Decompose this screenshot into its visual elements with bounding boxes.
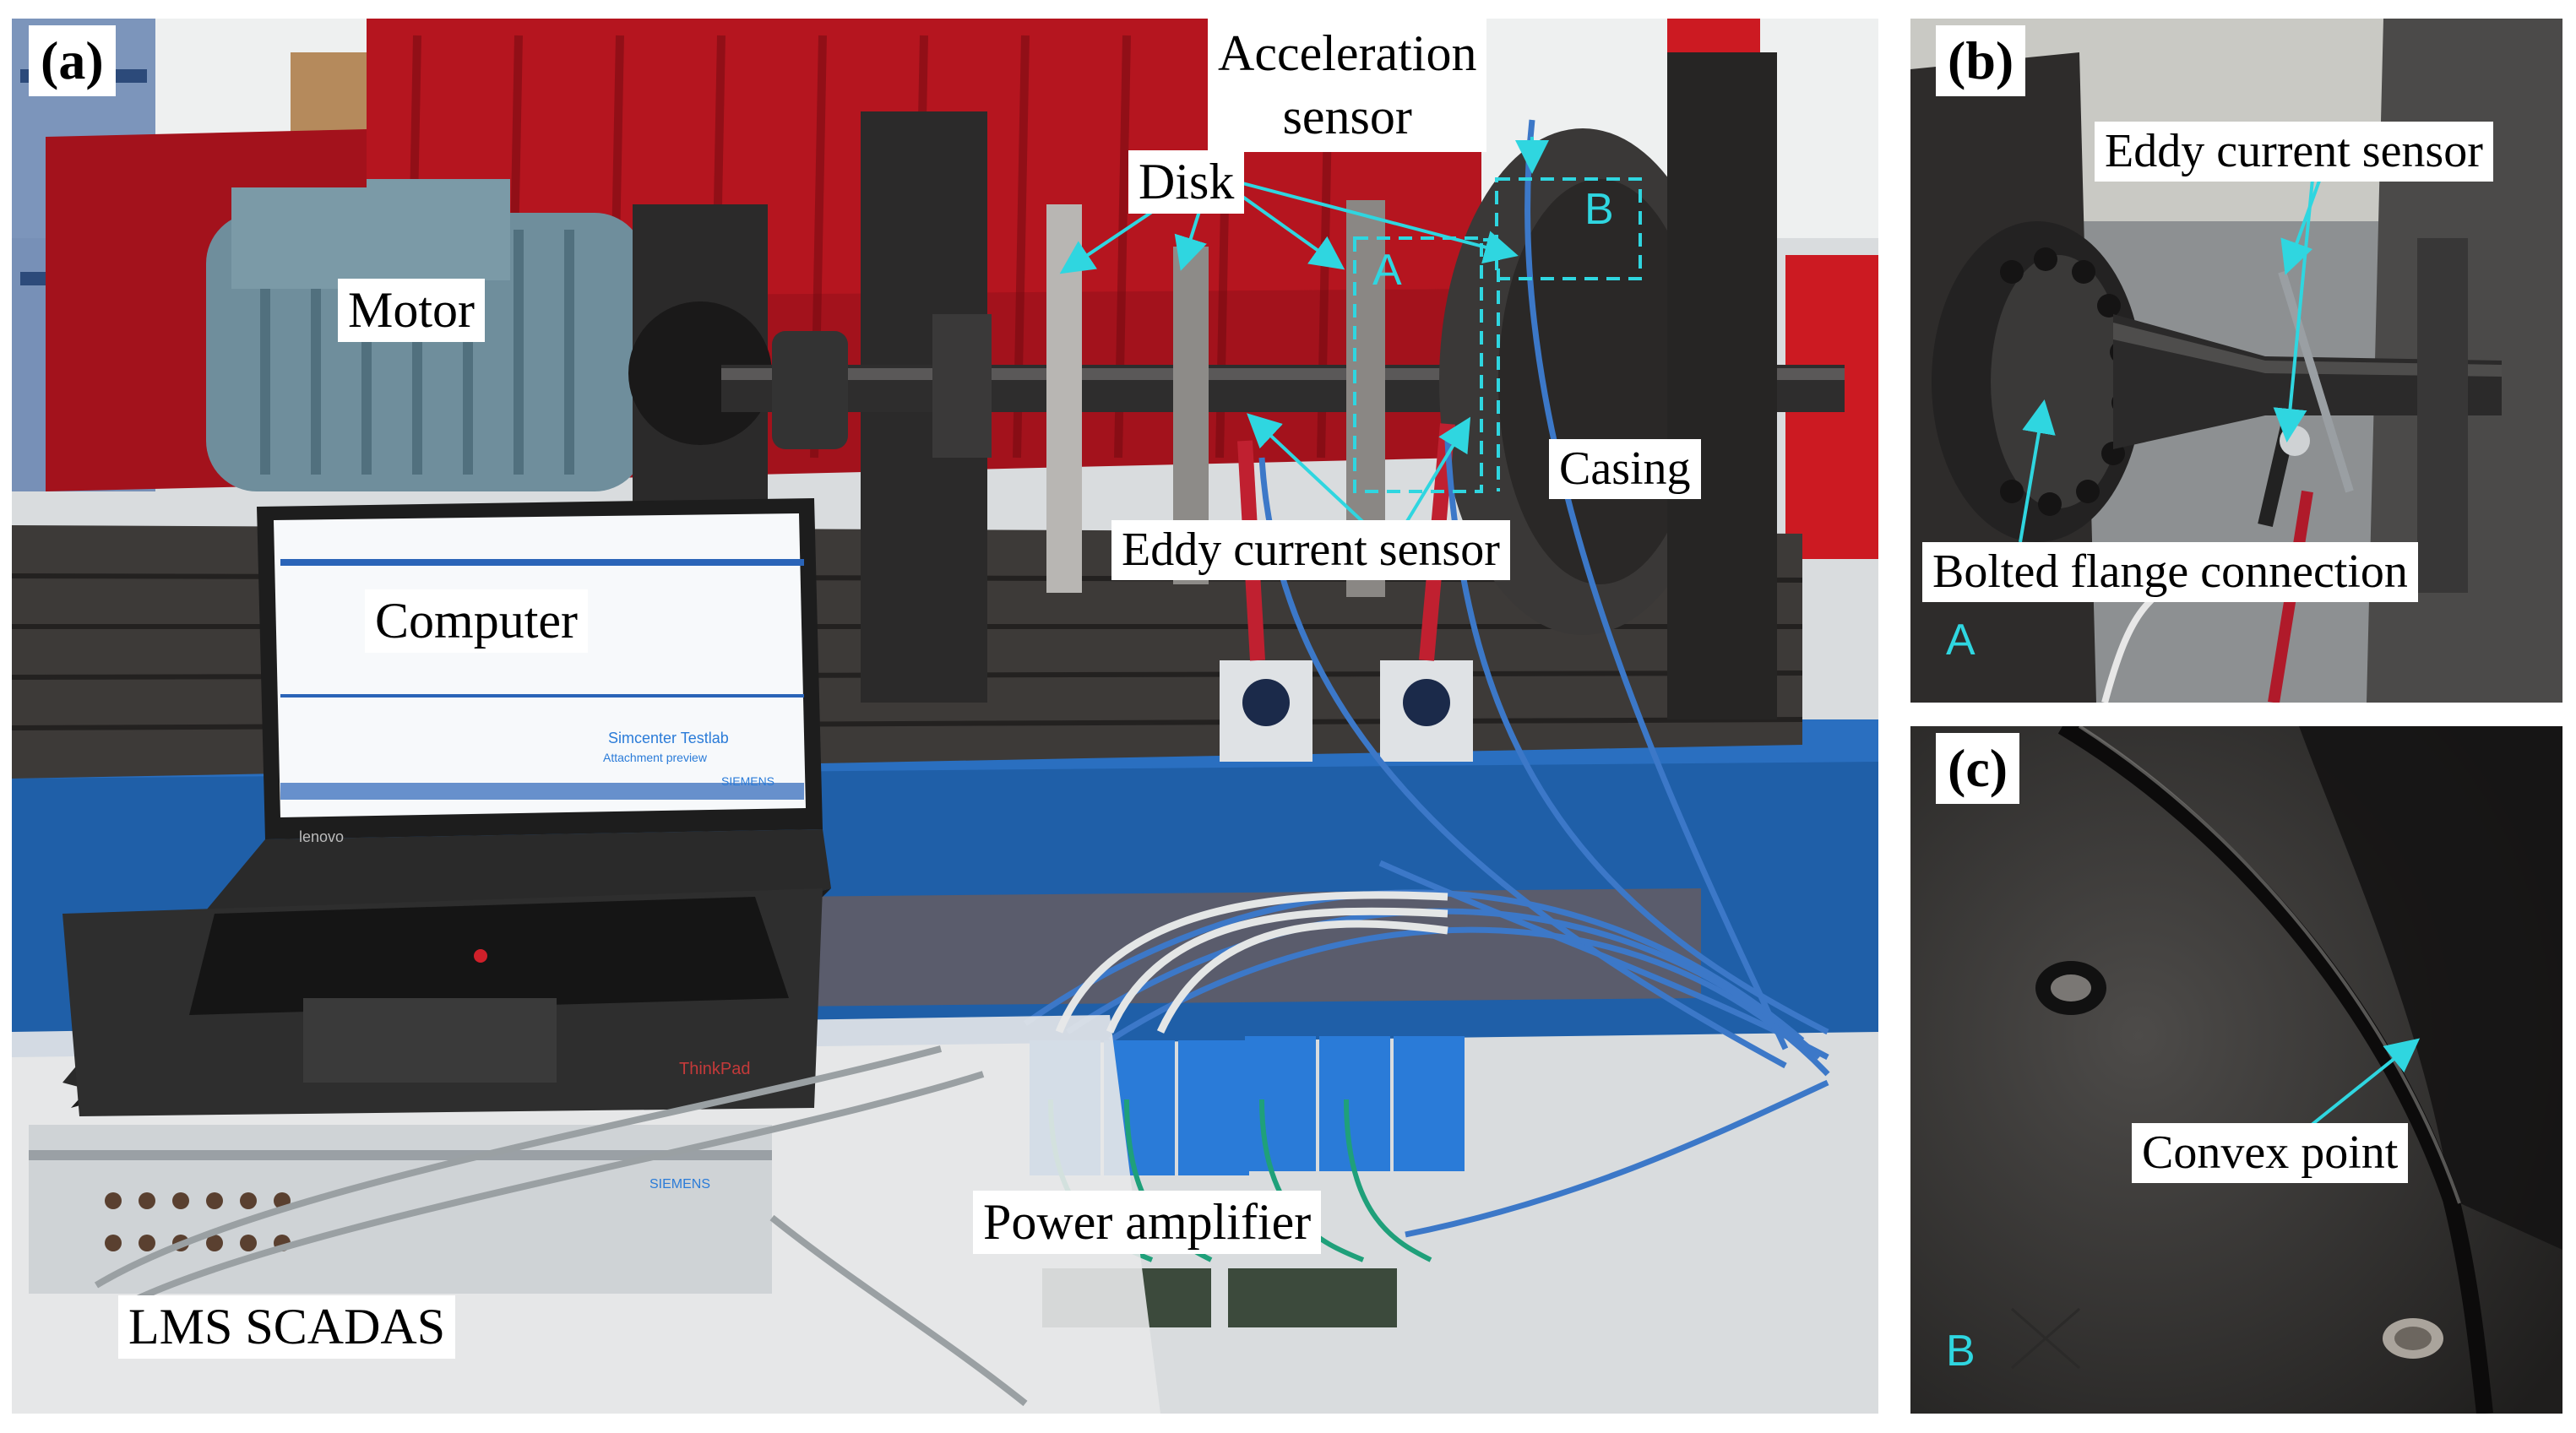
region-tag-b-a: A [1946, 616, 1975, 665]
annotation-arrows-c [2306, 1038, 2421, 1130]
acceleration-sensor-line2: sensor [1282, 89, 1412, 144]
screen-app-name: Simcenter Testlab [608, 730, 729, 746]
panel-a: Simcenter Testlab Attachment preview SIE… [12, 19, 1878, 1414]
laptop-brand: lenovo [299, 828, 344, 845]
panel-b: (b) Eddy current sensor Bolted flange co… [1910, 19, 2562, 703]
region-tag-c-b: B [1946, 1327, 1975, 1376]
screen-preview-text: Attachment preview [603, 751, 708, 764]
lms-scadas-label: LMS SCADAS [118, 1295, 456, 1360]
test-rig-photo: Simcenter Testlab Attachment preview SIE… [12, 19, 1878, 1414]
region-tag-b: B [1584, 185, 1614, 234]
convex-point-photo [1910, 726, 2562, 1414]
panel-label-b: (b) [1936, 25, 2026, 96]
casing-label: Casing [1549, 439, 1701, 499]
convex-point-label: Convex point [2132, 1123, 2409, 1183]
acceleration-sensor-label: Acceleration sensor [1208, 19, 1487, 152]
eddy-current-sensor-label-b: Eddy current sensor [2095, 122, 2493, 182]
screen-siemens-logo: SIEMENS [721, 774, 774, 788]
eddy-current-sensor-label-a: Eddy current sensor [1111, 520, 1510, 580]
panel-label-a: (a) [29, 25, 116, 96]
scadas-brand: SIEMENS [649, 1177, 710, 1191]
computer-label: Computer [365, 589, 588, 654]
panel-label-c: (c) [1936, 733, 2020, 804]
disk-label: Disk [1128, 150, 1245, 214]
region-tag-a: A [1372, 246, 1402, 295]
panel-c: (c) Convex point B [1910, 726, 2562, 1414]
laptop-model: ThinkPad [679, 1060, 751, 1078]
motor-label: Motor [338, 279, 485, 343]
acceleration-sensor-line1: Acceleration [1218, 25, 1477, 81]
bolted-flange-label: Bolted flange connection [1922, 542, 2418, 602]
power-amplifier-label: Power amplifier [973, 1191, 1322, 1255]
